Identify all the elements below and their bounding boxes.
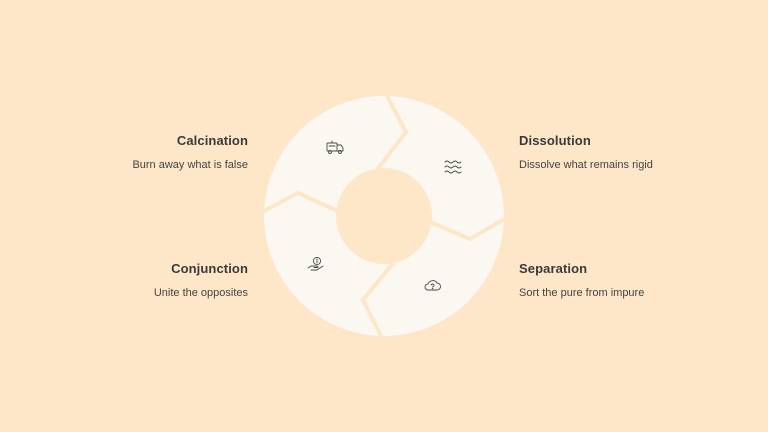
stage-dissolution: Dissolution Dissolve what remains rigid bbox=[519, 133, 699, 171]
stage-title: Conjunction bbox=[171, 261, 248, 276]
waves-icon bbox=[444, 160, 462, 174]
stage-description: Burn away what is false bbox=[132, 159, 248, 171]
fire-truck-icon bbox=[326, 140, 344, 154]
cloud-question-icon bbox=[424, 280, 441, 291]
stage-separation: Separation Sort the pure from impure bbox=[519, 261, 699, 299]
divider-right bbox=[427, 216, 508, 242]
stage-title: Separation bbox=[519, 261, 588, 276]
hand-coin-icon bbox=[307, 256, 324, 271]
stage-title: Calcination bbox=[176, 133, 248, 148]
stage-description: Unite the opposites bbox=[153, 287, 248, 299]
segment-dividers bbox=[261, 93, 508, 339]
ring-shape bbox=[263, 96, 504, 337]
divider-top bbox=[375, 93, 409, 172]
stage-description: Sort the pure from impure bbox=[519, 287, 645, 299]
stage-conjunction: Conjunction Unite the opposites bbox=[68, 261, 248, 299]
divider-bottom bbox=[360, 260, 396, 339]
divider-left bbox=[261, 190, 339, 214]
stage-title: Dissolution bbox=[519, 133, 591, 148]
stage-description: Dissolve what remains rigid bbox=[519, 159, 653, 171]
stage-calcination: Calcination Burn away what is false bbox=[68, 133, 248, 171]
